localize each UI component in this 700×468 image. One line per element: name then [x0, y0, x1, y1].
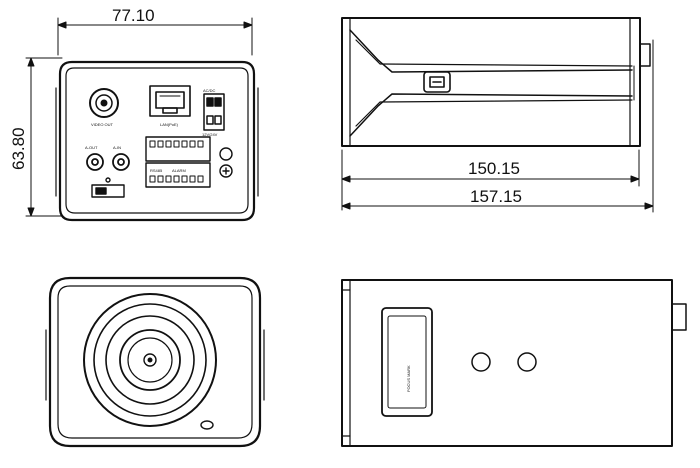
height-dimension [25, 57, 63, 217]
side-view: 150.15 157.15 [341, 17, 654, 213]
audio-in-label: A-IN [113, 145, 121, 150]
audio-out-jack [86, 153, 104, 171]
alarm-label: ALARM [172, 168, 186, 173]
video-out-connector [89, 88, 119, 118]
total-length-dimension [341, 39, 654, 213]
body-length-dimension [341, 149, 640, 211]
power-input-label: 12V/24V [202, 132, 218, 137]
video-out-label: VIDEO OUT [91, 122, 114, 127]
lan-poe-label: LAN(PoE) [160, 122, 179, 127]
mount-hole-left [471, 352, 491, 372]
power-terminal [203, 93, 225, 131]
width-dimension [57, 17, 253, 56]
audio-in-jack [112, 153, 130, 171]
rear-housing-outline [58, 60, 256, 222]
front-lens-view [45, 276, 265, 448]
top-view: FOCUS MARK [341, 279, 687, 447]
mount-hole-right [517, 352, 537, 372]
focus-mark-label: FOCUS MARK [406, 365, 411, 392]
rs485-label: RS485 [150, 168, 163, 173]
dip-switch [91, 177, 125, 198]
front-housing-outline [48, 276, 262, 448]
rear-panel-view: 77.10 63.80 VIDEO OUT LAN(PoE) [9, 6, 259, 222]
width-dimension-label: 77.10 [112, 6, 155, 25]
total-length-label: 157.15 [470, 187, 522, 206]
lens-rings [83, 293, 217, 427]
side-connector [423, 71, 451, 93]
side-housing-outline [341, 17, 641, 147]
ground-screw [219, 147, 233, 178]
height-dimension-label: 63.80 [9, 127, 28, 170]
ac-dc-label: AC/DC [203, 88, 216, 93]
body-length-label: 150.15 [468, 159, 520, 178]
lan-port [149, 85, 191, 117]
audio-out-label: A-OUT [85, 145, 98, 150]
focus-window [381, 307, 433, 417]
top-housing-outline [341, 279, 673, 447]
ir-sensor-icon [200, 420, 214, 430]
alarm-terminal-block [145, 136, 211, 188]
